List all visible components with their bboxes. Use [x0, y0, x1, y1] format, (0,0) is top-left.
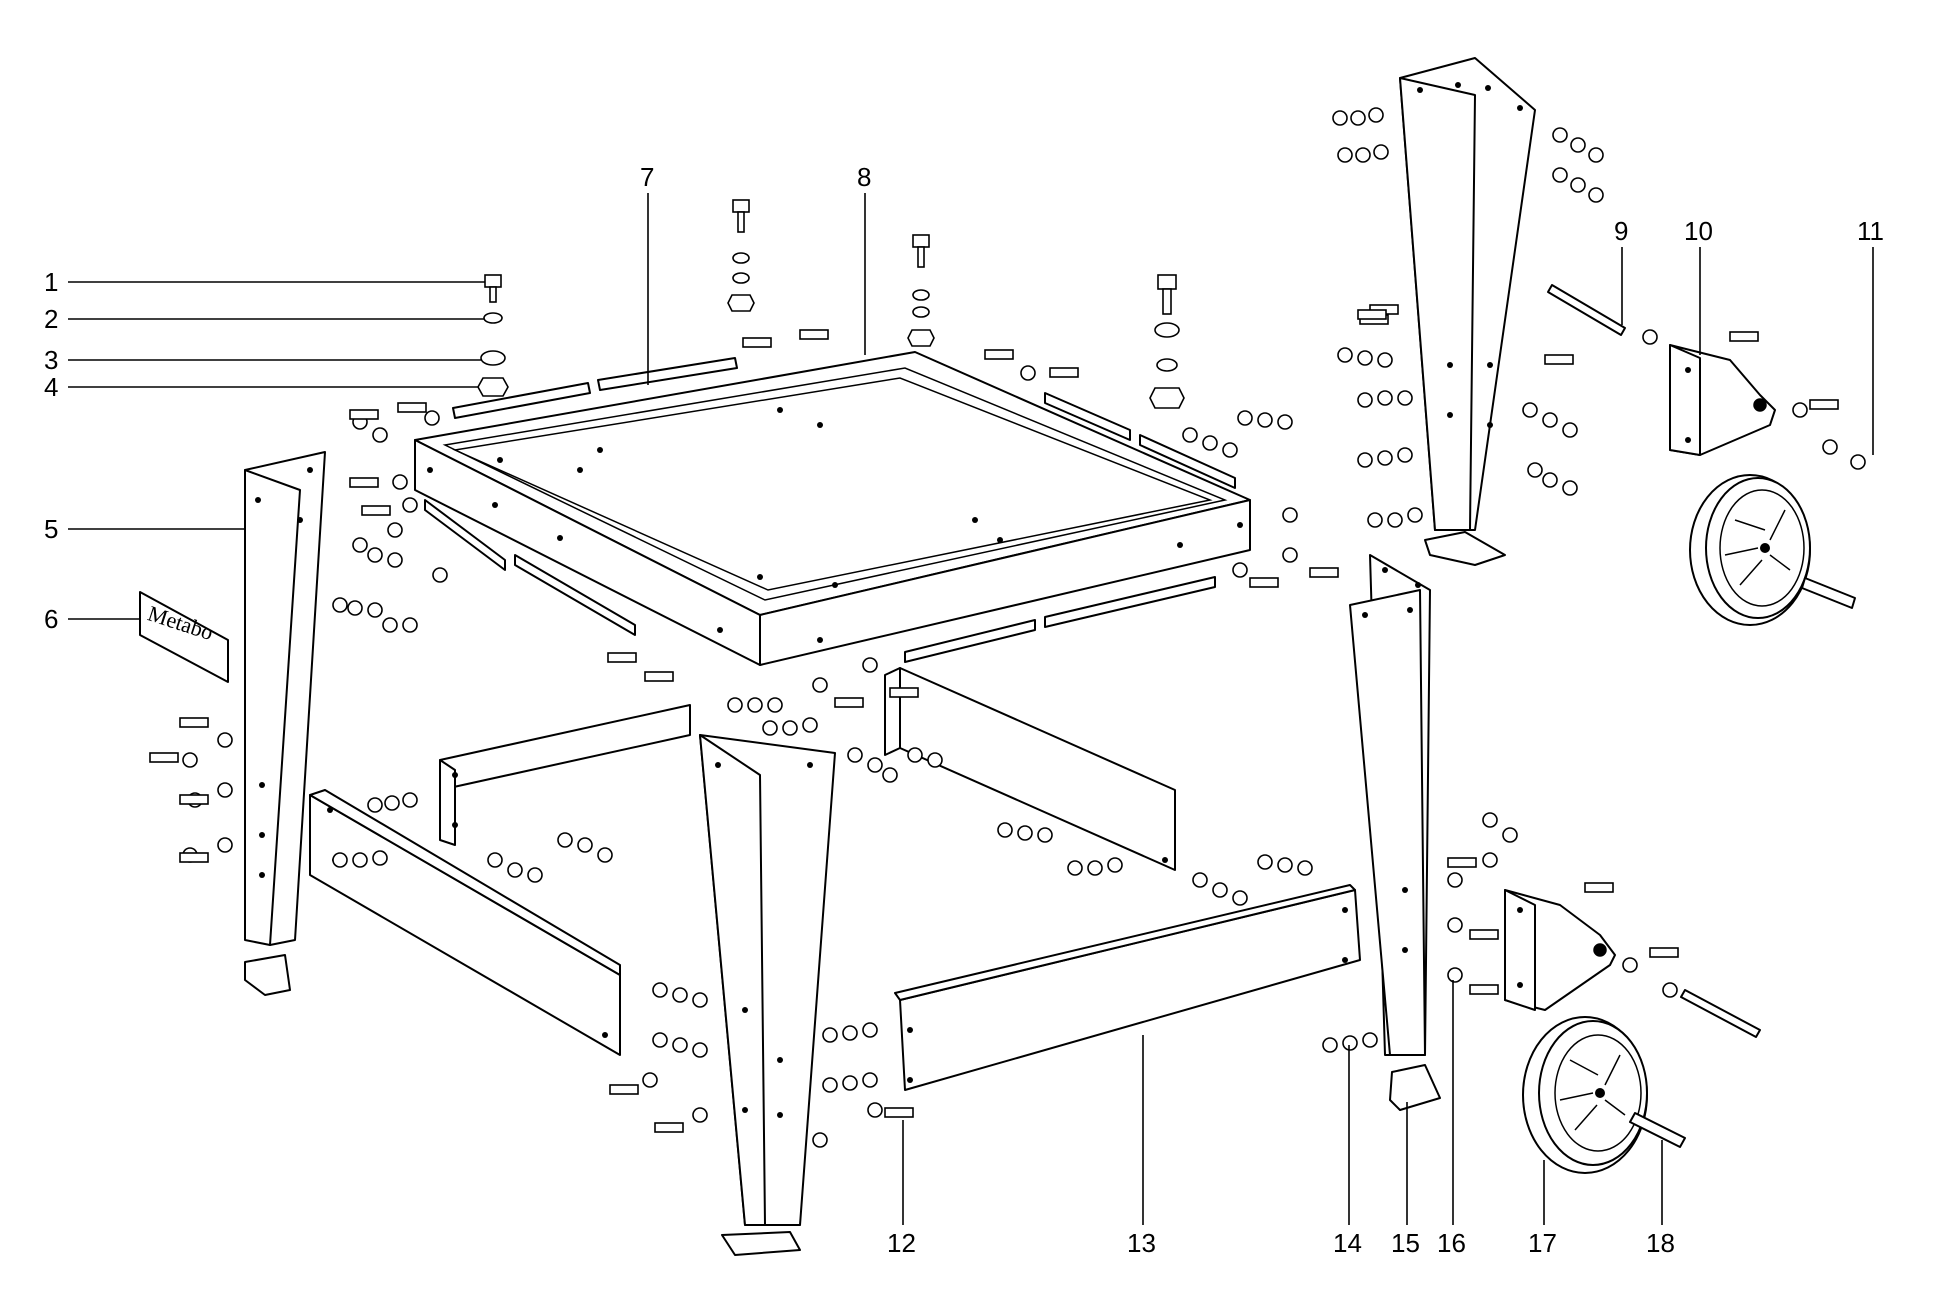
- callout-2: 2: [44, 304, 58, 334]
- front-right-leg: [1349, 554, 1441, 1111]
- callout-4: 4: [44, 372, 58, 402]
- callout-3: 3: [44, 345, 58, 375]
- slide-rails: [424, 357, 1236, 663]
- table-top-frame: [414, 351, 1251, 666]
- wheel-bracket-lower: [1504, 889, 1616, 1011]
- left-leg: [244, 451, 326, 996]
- wheel-lower: [1522, 1016, 1648, 1174]
- callout-8: 8: [857, 162, 871, 192]
- metabo-logo-plate: Metabo: [139, 591, 229, 683]
- front-center-leg: [699, 734, 836, 1256]
- callout-18: 18: [1646, 1228, 1675, 1258]
- callout-7: 7: [640, 162, 654, 192]
- callout-16: 16: [1437, 1228, 1466, 1258]
- callout-17: 17: [1528, 1228, 1557, 1258]
- callout-15: 15: [1391, 1228, 1420, 1258]
- callout-labels: 1 2 3 4 5 6 7 8 9 10 11 12 13 14 15 16 1…: [44, 162, 1884, 1258]
- callout-5: 5: [44, 514, 58, 544]
- callout-11: 11: [1857, 216, 1884, 246]
- hardware-fasteners: [149, 107, 1866, 1148]
- wheel-upper: [1689, 474, 1811, 626]
- callout-6: 6: [44, 604, 58, 634]
- callout-14: 14: [1333, 1228, 1362, 1258]
- leader-lines: [68, 193, 1874, 1225]
- callout-9: 9: [1614, 216, 1628, 246]
- wheel-bracket-upper: [1669, 344, 1776, 456]
- callout-13: 13: [1127, 1228, 1156, 1258]
- axles-and-long-bolts: [1547, 284, 1856, 1148]
- callout-10: 10: [1684, 216, 1713, 246]
- rear-right-leg: [1399, 57, 1536, 566]
- callout-1: 1: [44, 267, 58, 297]
- callout-12: 12: [887, 1228, 916, 1258]
